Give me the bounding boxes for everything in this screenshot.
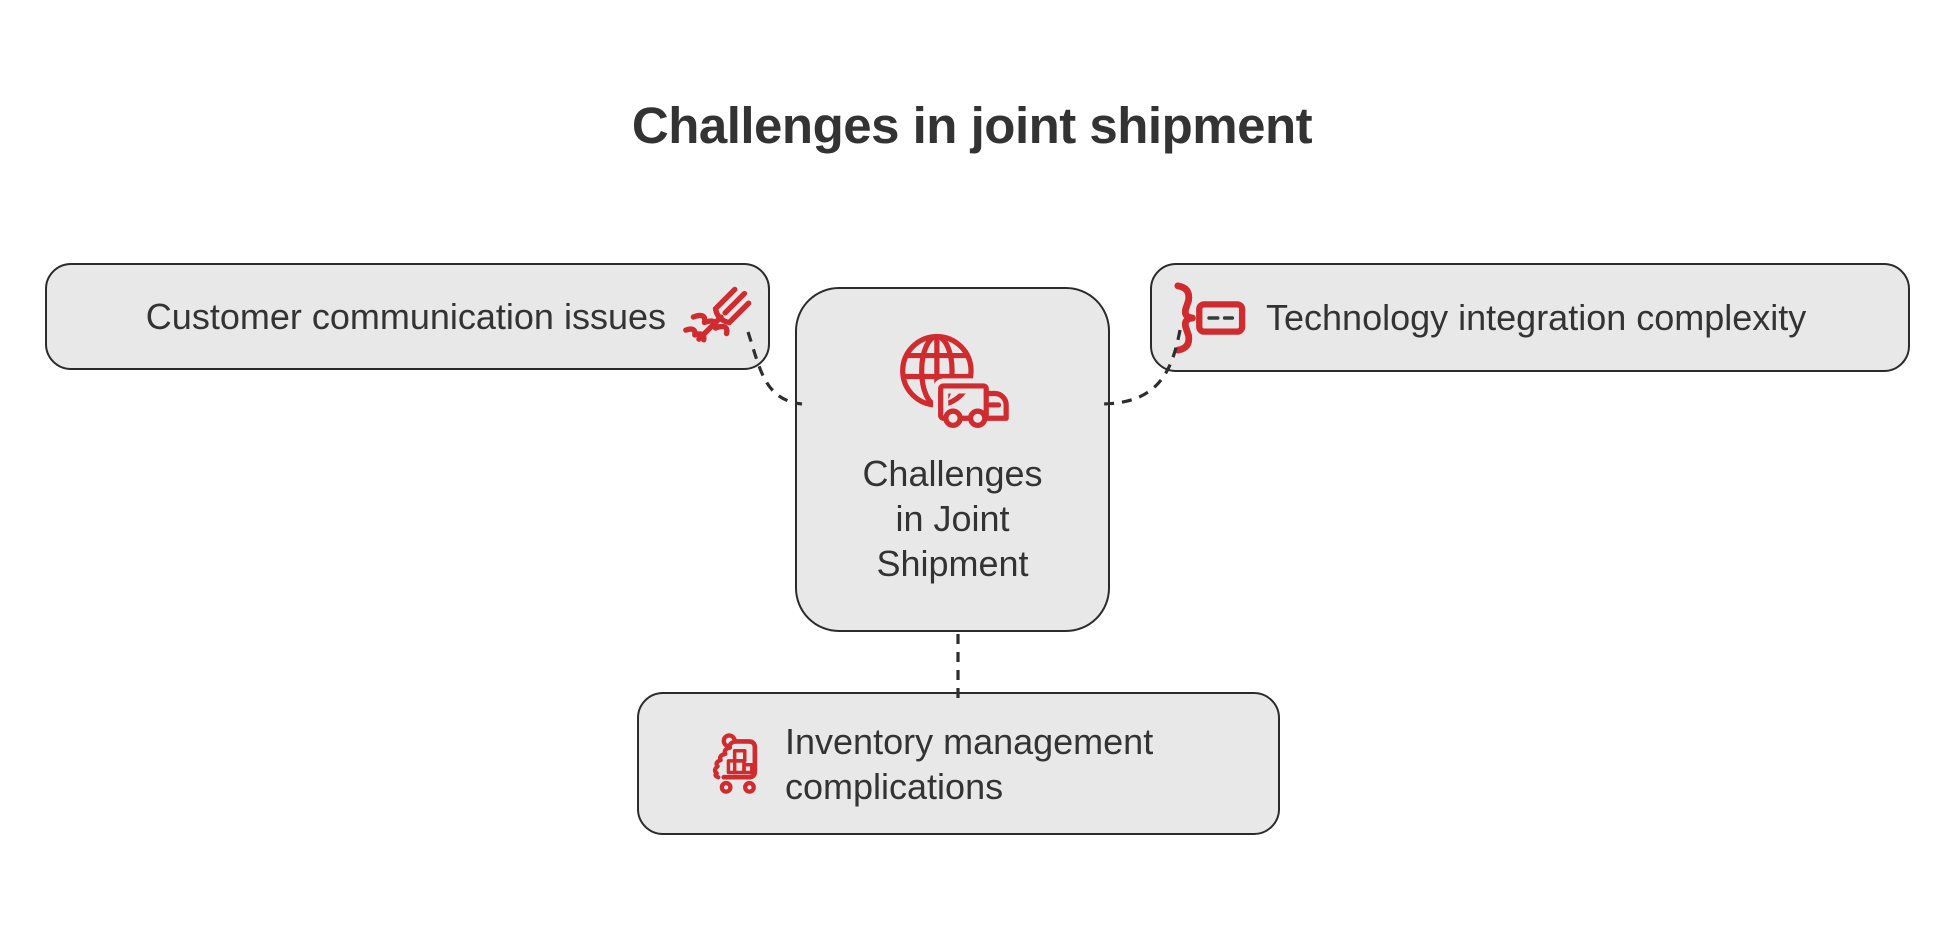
center-node-label-line: in Joint [895,498,1010,539]
fist-holding-fork-icon [680,276,762,358]
page-title: Challenges in joint shipment [631,97,1313,154]
globe-truck-icon [891,329,1015,441]
inventory-cart-icon [709,731,765,797]
node-inventory-management-complications[interactable]: Inventory management complications [637,692,1280,835]
center-node-label-line: Shipment [876,543,1029,584]
center-node-label-line: Challenges [862,453,1043,494]
node-customer-communication-issues[interactable]: Customer communication issues [45,263,770,370]
node-label: Customer communication issues [145,296,666,337]
node-technology-integration-complexity[interactable]: Technology integration complexity [1150,263,1910,372]
center-node-label: Challenges in Joint Shipment [862,451,1042,586]
node-label: Technology integration complexity [1266,297,1807,338]
node-label: Inventory management complications [785,720,1154,807]
center-node-challenges-in-joint-shipment[interactable]: Challenges in Joint Shipment [795,287,1110,632]
code-brace-annotation-icon [1164,281,1254,355]
